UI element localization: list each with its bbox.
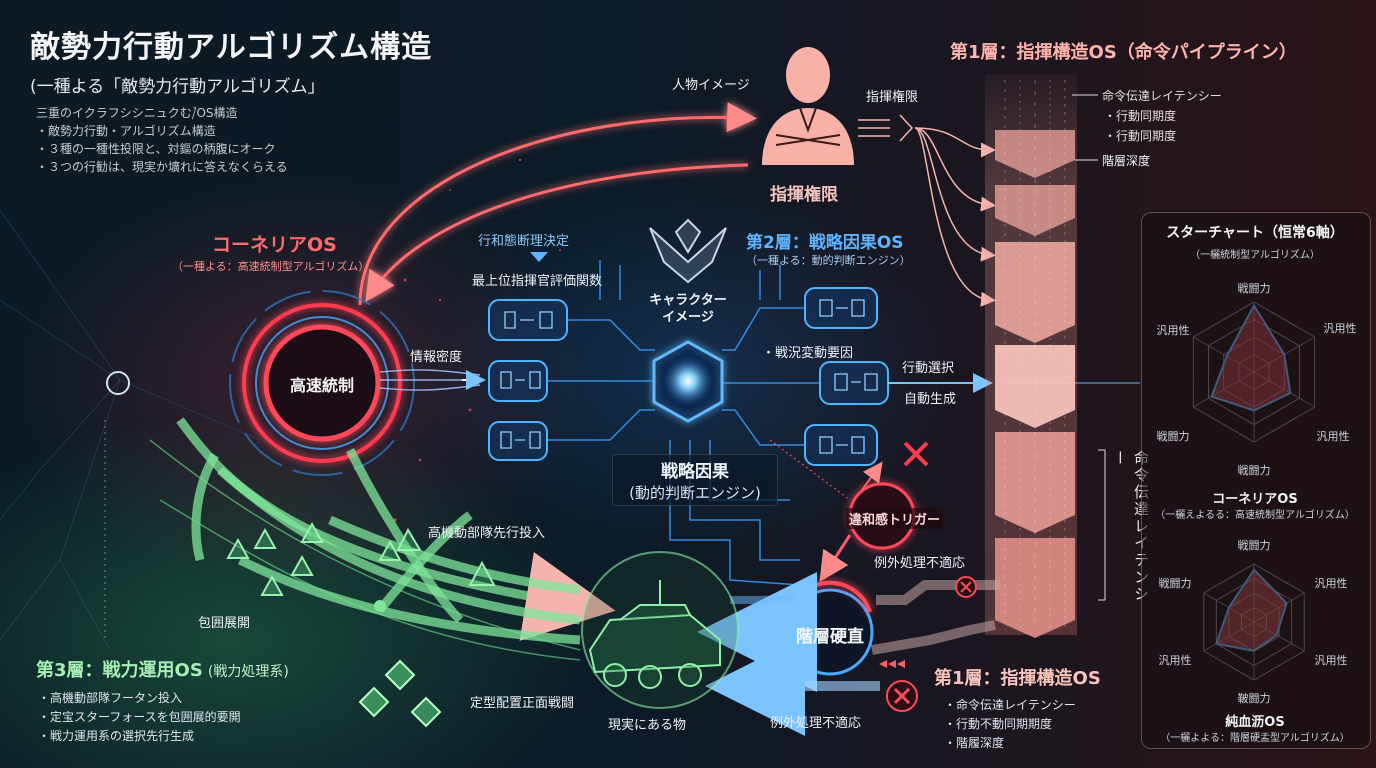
authority-label: 指揮権限	[866, 90, 919, 105]
intro-text: 三重のイクラフシシニュクむ/゙OS構造 ・敵勢力行動・アルゴリズム構造 ・３種の…	[36, 104, 288, 176]
strategy-core-box: 戦略因果 (動的判断エンジン)	[612, 454, 778, 506]
network-lines	[0, 209, 261, 651]
layer1-top-title: 第1層：指揮構造OS（命令パイプライン）	[950, 42, 1297, 63]
decision-label: 行和態断理決定	[478, 234, 570, 249]
unit-triangles	[226, 521, 496, 596]
situation-factor-label: ・戦況変動要因	[762, 346, 854, 361]
star-chart-panel	[1141, 212, 1371, 749]
arc-to-person	[358, 102, 757, 306]
layer3-bullet: ・戦力運用系の選択先行生成	[38, 729, 195, 743]
layer3-title: 第3層：戦力運用OS	[36, 660, 203, 681]
layer3-title-row: 第3層：戦力運用OS (戦力処理系)	[36, 656, 289, 682]
star1-axis-label: 汎用性	[1156, 324, 1190, 337]
layer1-bottom-bullet: ・階履深度	[944, 736, 1005, 750]
info-density-label: 情報密度	[410, 350, 463, 365]
winged-emblem-icon	[649, 218, 727, 284]
star-chart-2-subtitle: （一欐よよる：階層硬盂型アルゴリズム）	[1160, 733, 1350, 744]
vehicle-caption: 現実にある物	[608, 718, 687, 733]
cornelia-os-title: コーネリアOS	[212, 234, 337, 256]
person-caption: 指揮権限	[770, 185, 838, 205]
star-chart-1-name: コーネリアOS	[1212, 492, 1298, 507]
star-chart-2-name: 純血沥OS	[1225, 715, 1285, 730]
intro-line: ・敵勢力行動・アルゴリズム構造	[36, 124, 216, 138]
layer2-title: 第2層：戦略因果OS	[746, 233, 904, 253]
rapid-control-core: 高速統制	[289, 376, 354, 395]
page-subtitle: (一種よる「敵勢力行動アルゴリズム」	[30, 77, 325, 97]
auto-generate-label: 自動生成	[904, 392, 957, 407]
intro-line: ・３種の一種性投限と、対鏂の柄腹にオーク	[36, 142, 276, 156]
layer1-bottom-title: 第1層：指揮構造OS	[934, 668, 1101, 689]
intro-line: 三重のイクラフシシニュクむ/゙OS構造	[36, 106, 238, 120]
exception-label-top: 例外処理不適応	[874, 556, 966, 571]
layer2-subtitle: （一種よる：動的判断エンジン）	[746, 254, 911, 267]
armored-vehicle-icon	[581, 551, 739, 709]
star-panel-title: スターチャート（恒常6軸）	[1166, 225, 1344, 241]
central-hex-core	[652, 340, 724, 423]
cross-icon	[903, 441, 929, 467]
layer1-top-note: ・行動同期度	[1104, 109, 1177, 123]
intro-line: ・３つの行勧は、現実か壙れに答えなくらえる	[36, 160, 288, 174]
strategy-core-subtitle: (動的判断エンジン)	[629, 484, 761, 502]
layer1-top-notes: 命令伝達レイテンシー ・行動同期度 ・行動同期度	[1102, 86, 1222, 146]
trigger-label: 違和感トリガー	[846, 508, 944, 529]
layer1-bottom-bullet: ・行動不動同期期度	[944, 717, 1053, 731]
layer1-top-note: 命令伝達レイテンシー	[1102, 89, 1222, 103]
exception-label-bottom: 例外処理不適応	[770, 716, 862, 731]
left-core-rings	[229, 290, 415, 476]
star2-axis-label: 鞁闘力	[1237, 692, 1271, 705]
advance-deploy-label: 高機動部隊先行投入	[428, 526, 546, 541]
star2-axis-label: 汎用性	[1158, 654, 1192, 667]
eval-function-label: 最上位指揮官評価関数	[472, 274, 603, 289]
layer1-top-note: ・行動同期度	[1104, 129, 1177, 143]
hierarchy-rigid-label: 階層硬直	[796, 627, 864, 647]
layer1-bottom-bullets: ・命令伝達レイテンシー ・行動不動同期期度 ・階履深度	[944, 696, 1076, 753]
layer1-bottom-bullet: ・命令伝達レイテンシー	[944, 698, 1076, 712]
layer3-bullets: ・高機動部隊フータン投入 ・定宝スターフォースを包囲展的要開 ・戦力運用系の選択…	[38, 689, 241, 746]
layer3-bullet: ・高機動部隊フータン投入	[38, 691, 183, 705]
frontal-battle-label: 定型配置正面戦闘	[470, 696, 575, 711]
page-title: 敵勢力行動アルゴリズム構造	[30, 30, 433, 65]
star1-axis-label: 汎用性	[1323, 322, 1357, 335]
star2-axis-label: 汎用性	[1314, 654, 1348, 667]
person-silhouette-icon	[762, 47, 854, 165]
authority-lines	[858, 114, 996, 307]
star1-axis-label: 汎用性	[1316, 430, 1350, 443]
star-panel-subtitle: （一欐統制型アルゴリズム）	[1190, 250, 1320, 261]
star-chart-1-subtitle: （一欐えよるる：高速統制型アルゴリズム）	[1155, 510, 1355, 521]
cornelia-os-subtitle: （一種よる：高速統制型アルゴリズム）	[172, 260, 370, 273]
command-pipeline-pillar	[985, 75, 1077, 638]
layer1-depth-label: 階層深度	[1102, 154, 1151, 168]
network-node	[106, 371, 130, 395]
encircle-label: 包囲展開	[198, 616, 251, 631]
star1-axis-label: 戦闘力	[1237, 282, 1271, 295]
unit-diamonds	[358, 659, 442, 728]
arc-to-core	[365, 163, 749, 302]
module-glyphs	[500, 299, 878, 454]
person-image-label: 人物イメージ	[672, 78, 750, 93]
star1-axis-label: 戦闘力	[1237, 464, 1271, 477]
star2-axis-label: 戦闘力	[1237, 539, 1271, 552]
layer3-bullet: ・定宝スターフォースを包囲展的要開	[38, 710, 241, 724]
strategy-core-title: 戦略因果	[661, 462, 729, 482]
star1-axis-label: 戦闘力	[1156, 430, 1190, 443]
character-image-label: キャラクター イメージ	[649, 293, 727, 325]
pillar-stripes	[1004, 80, 1066, 630]
layer3-title-suffix: (戦力処理系)	[207, 664, 289, 680]
star2-axis-label: 戦闘力	[1158, 577, 1192, 590]
star2-axis-label: 汎用性	[1314, 577, 1348, 590]
action-select-label: 行動選択	[902, 361, 955, 376]
